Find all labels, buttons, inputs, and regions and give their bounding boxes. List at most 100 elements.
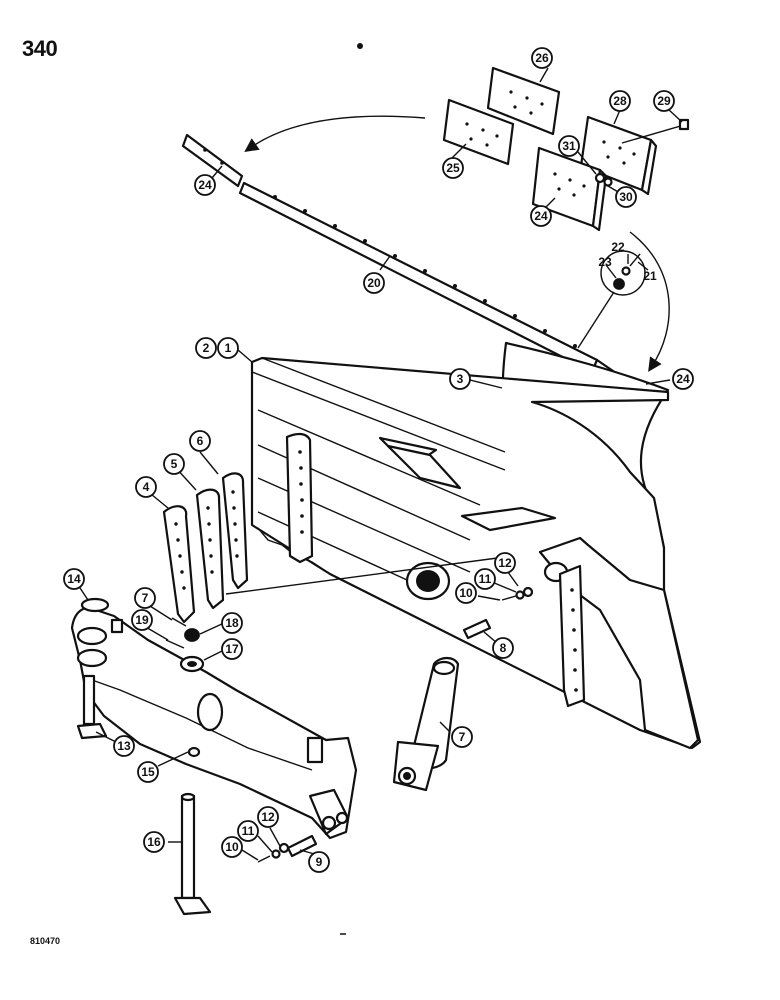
pivot-pin-13 bbox=[76, 674, 108, 740]
callout-4: 4 bbox=[135, 476, 157, 498]
hydraulic-cylinder bbox=[392, 656, 460, 792]
callout-12-lower: 12 bbox=[257, 806, 279, 828]
svg-text:4: 4 bbox=[143, 480, 150, 494]
c-frame bbox=[70, 556, 506, 840]
svg-text:25: 25 bbox=[446, 161, 460, 175]
nut-30 bbox=[603, 177, 613, 187]
callout-30: 30 bbox=[615, 186, 637, 208]
end-bit-left bbox=[181, 133, 244, 188]
callout-15: 15 bbox=[137, 761, 159, 783]
callout-9-lower: 9 bbox=[308, 851, 330, 873]
svg-text:7: 7 bbox=[459, 730, 466, 744]
bolt-29 bbox=[621, 118, 690, 144]
figure-code: 810470 bbox=[30, 936, 61, 946]
callout-12-upper: 12 bbox=[494, 552, 516, 574]
callout-11-upper: 11 bbox=[474, 568, 496, 590]
svg-text:6: 6 bbox=[197, 434, 204, 448]
wear-plate-26 bbox=[442, 98, 515, 166]
callout-26: 25 bbox=[442, 157, 464, 179]
svg-text:24: 24 bbox=[676, 372, 690, 386]
svg-text:11: 11 bbox=[242, 824, 255, 838]
svg-text:13: 13 bbox=[117, 739, 131, 753]
callout-28: 28 bbox=[609, 90, 631, 112]
svg-text:14: 14 bbox=[67, 572, 81, 586]
page-number: 340 bbox=[22, 36, 58, 61]
svg-text:12: 12 bbox=[261, 810, 275, 824]
arrow-right bbox=[629, 231, 670, 372]
callout-10-lower: 10 bbox=[221, 836, 243, 858]
svg-text:31: 31 bbox=[562, 139, 576, 153]
callout-19: 19 bbox=[131, 609, 153, 631]
svg-text:5: 5 bbox=[171, 457, 178, 471]
washer-31 bbox=[594, 172, 606, 184]
callout-31: 31 bbox=[558, 135, 580, 157]
svg-text:24: 24 bbox=[534, 209, 548, 223]
svg-text:10: 10 bbox=[459, 586, 473, 600]
svg-text:28: 28 bbox=[613, 94, 627, 108]
callout-22: 22 bbox=[611, 240, 625, 254]
bearing-stack bbox=[165, 617, 205, 673]
wear-plate-25 bbox=[531, 146, 608, 232]
svg-text:12: 12 bbox=[498, 556, 512, 570]
hardware-detail bbox=[577, 250, 646, 349]
svg-text:17: 17 bbox=[225, 642, 239, 656]
svg-text:26: 26 bbox=[535, 51, 549, 65]
callout-21: 21 bbox=[643, 269, 657, 283]
arrow-left bbox=[244, 115, 426, 153]
svg-text:20: 20 bbox=[367, 276, 381, 290]
svg-text:9: 9 bbox=[316, 855, 323, 869]
callout-8: 7 bbox=[451, 726, 473, 748]
shim-4 bbox=[162, 505, 196, 624]
callout-23: 23 bbox=[598, 255, 612, 269]
svg-text:19: 19 bbox=[135, 613, 149, 627]
svg-text:10: 10 bbox=[225, 840, 239, 854]
callout-1: 1 bbox=[217, 337, 239, 359]
callout-6: 6 bbox=[189, 430, 211, 452]
hardware-lower bbox=[257, 842, 290, 863]
shim-6 bbox=[221, 472, 249, 590]
callout-18: 18 bbox=[221, 612, 243, 634]
svg-text:23: 23 bbox=[598, 255, 612, 269]
callout-24-left: 24 bbox=[194, 174, 216, 196]
blade-bracket-right bbox=[558, 564, 586, 708]
callout-10-upper: 10 bbox=[455, 582, 477, 604]
callout-5: 5 bbox=[163, 453, 185, 475]
svg-text:15: 15 bbox=[141, 765, 155, 779]
callout-16: 16 bbox=[143, 831, 165, 853]
callout-9-upper: 8 bbox=[492, 637, 514, 659]
svg-text:11: 11 bbox=[479, 572, 492, 586]
callout-2: 2 bbox=[195, 337, 217, 359]
callout-29: 29 bbox=[653, 90, 675, 112]
svg-text:22: 22 bbox=[611, 240, 625, 254]
svg-text:2: 2 bbox=[203, 341, 210, 355]
callout-11-lower: 11 bbox=[237, 820, 259, 842]
svg-text:18: 18 bbox=[225, 616, 239, 630]
pin-9-lower bbox=[286, 834, 318, 858]
callout-25: 24 bbox=[530, 205, 552, 227]
svg-text:1: 1 bbox=[225, 341, 232, 355]
pin-9-upper bbox=[462, 618, 492, 640]
svg-text:29: 29 bbox=[657, 94, 671, 108]
callout-27: 26 bbox=[531, 47, 553, 69]
svg-text:21: 21 bbox=[643, 269, 657, 283]
printing-mark bbox=[357, 43, 363, 49]
svg-text:24: 24 bbox=[198, 178, 212, 192]
callout-7: 7 bbox=[134, 587, 156, 609]
svg-text:3: 3 bbox=[457, 372, 464, 386]
blade-bracket-left bbox=[285, 432, 314, 564]
svg-text:7: 7 bbox=[142, 591, 149, 605]
svg-text:16: 16 bbox=[147, 835, 161, 849]
callout-20: 20 bbox=[363, 272, 385, 294]
long-pin-16 bbox=[173, 792, 212, 916]
svg-text:8: 8 bbox=[500, 641, 507, 655]
dozer-blade bbox=[250, 341, 702, 750]
hardware-upper bbox=[501, 586, 534, 601]
callout-13: 13 bbox=[113, 735, 135, 757]
svg-text:30: 30 bbox=[619, 190, 633, 204]
wear-plate-27 bbox=[486, 66, 561, 136]
ring-14 bbox=[80, 597, 110, 613]
shim-5 bbox=[195, 488, 225, 610]
callout-17: 17 bbox=[221, 638, 243, 660]
callout-24-right: 24 bbox=[672, 368, 694, 390]
